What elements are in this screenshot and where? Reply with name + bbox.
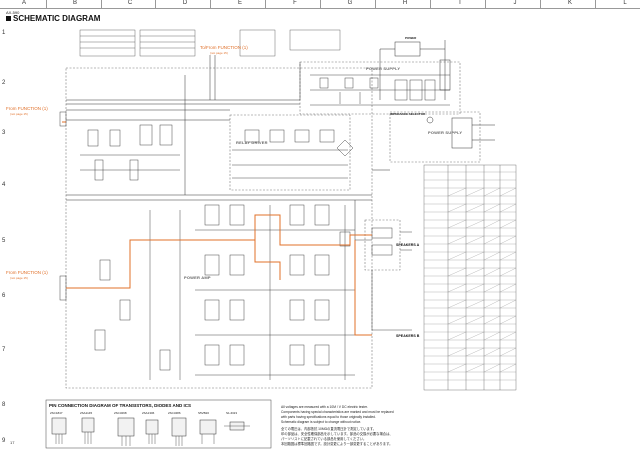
column-label: L xyxy=(623,0,627,6)
note-line: Schematic diagram is subject to change w… xyxy=(281,420,362,424)
pin-part-label: 2SC3298 xyxy=(114,411,127,415)
row-label: 5 xyxy=(2,238,6,244)
row-label: 6 xyxy=(2,293,6,299)
column-label: G xyxy=(347,0,353,6)
column-label: K xyxy=(567,0,572,6)
column-label: D xyxy=(182,0,188,6)
bus-lines xyxy=(66,55,390,240)
pin-part-label: 2SA1306 xyxy=(142,411,155,415)
page-number: 17 xyxy=(10,440,15,445)
page-title-text: SCHEMATIC DIAGRAM xyxy=(13,14,101,23)
column-label: C xyxy=(127,0,133,6)
pin-diagram-frame xyxy=(45,399,272,449)
model-number: AX-590 xyxy=(6,10,20,15)
power-amp-circuit xyxy=(94,204,355,380)
pin-part-label: 2SA1145 xyxy=(80,411,93,415)
column-label: E xyxy=(237,0,242,6)
row-label: 1 xyxy=(2,30,6,36)
row-label: 4 xyxy=(2,182,6,188)
page-title: SCHEMATIC DIAGRAM xyxy=(6,14,100,23)
from-function-bottom-sublabel: (not page 15) xyxy=(10,276,28,280)
left-circuit xyxy=(59,111,180,301)
column-label: A xyxy=(21,0,26,6)
column-label: J xyxy=(513,0,517,6)
row-label: 8 xyxy=(2,402,6,408)
title-square-icon xyxy=(6,16,11,21)
column-label: B xyxy=(72,0,77,6)
note-line: Components having special characteristic… xyxy=(281,410,394,414)
pin-diagram-title: PIN CONNECTION DIAGRAM OF TRANSISTORS, D… xyxy=(49,403,192,408)
note-line: 全ての電圧は、内部抵抗 10MΩの直流電圧計で測定しています。 xyxy=(281,427,377,431)
column-label: H xyxy=(402,0,408,6)
pin-packages xyxy=(51,417,245,437)
main-board-outline xyxy=(65,67,373,389)
note-line: パーツリストに記載されている部品を使用してください。 xyxy=(281,437,367,441)
pin-part-label: 2SC3486 xyxy=(168,411,181,415)
note-line: 本回路図は標準回路図です。設計変更により一部変更することがあります。 xyxy=(281,442,393,446)
speaker-relay-block xyxy=(364,219,401,271)
power-supply-mid-label: POWER SUPPLY xyxy=(428,130,463,135)
power-supply-block xyxy=(299,61,461,115)
row-label: 3 xyxy=(2,130,6,136)
column-label: F xyxy=(293,0,297,6)
legend-tables xyxy=(79,29,341,57)
column-label: I xyxy=(459,0,461,6)
pin-leads xyxy=(55,425,250,446)
voltage-table xyxy=(423,164,517,391)
from-function-top-sublabel: (not page 15) xyxy=(10,112,28,116)
relay-driver-label: RELAY DRIVER xyxy=(236,140,268,145)
pin-part-label: S1-ID23 xyxy=(226,411,238,415)
relay-driver-circuit xyxy=(232,129,354,179)
from-function-top-label: From FUNCTION (1) xyxy=(6,106,48,111)
relay-driver-block xyxy=(229,114,351,191)
voltage-table-rows xyxy=(424,171,516,381)
to-function-label: To/From FUNCTION (1) xyxy=(200,45,248,50)
signal-path xyxy=(62,121,372,336)
column-header: A B C D E F G H I J K L xyxy=(0,0,640,9)
row-label: 7 xyxy=(2,347,6,353)
to-function-sublabel: (not page 15) xyxy=(210,51,228,55)
speaker-relay-circuit xyxy=(339,227,412,331)
voltage-table-hatching xyxy=(447,187,517,373)
speakers-a-label: SPEAKERS A xyxy=(396,243,420,247)
pin-part-label: S5VB20 xyxy=(198,411,210,415)
impedance-selector-label: IMPEDANCE SELECTOR xyxy=(390,112,426,116)
note-line: with parts having specifications equal t… xyxy=(281,415,376,419)
note-line: All voltages are measured with a 10M / V… xyxy=(281,405,368,409)
speakers-b-label: SPEAKERS B xyxy=(396,334,420,338)
power-amp-label: POWER AMP xyxy=(184,275,211,280)
power-supply-mid-block xyxy=(389,111,481,163)
from-function-bottom-label: From FUNCTION (1) xyxy=(6,270,48,275)
pin-part-label: 2SC1847 xyxy=(50,411,63,415)
power-label: POWER xyxy=(405,36,417,40)
note-line: 印の部品は、安全性確保部品を示しています。部品の交換が必要な場合は、 xyxy=(281,432,393,436)
power-supply-label: POWER SUPPLY xyxy=(366,66,401,71)
row-label: 9 xyxy=(2,438,6,444)
power-supply-circuit xyxy=(310,74,450,106)
row-label: 2 xyxy=(2,80,6,86)
